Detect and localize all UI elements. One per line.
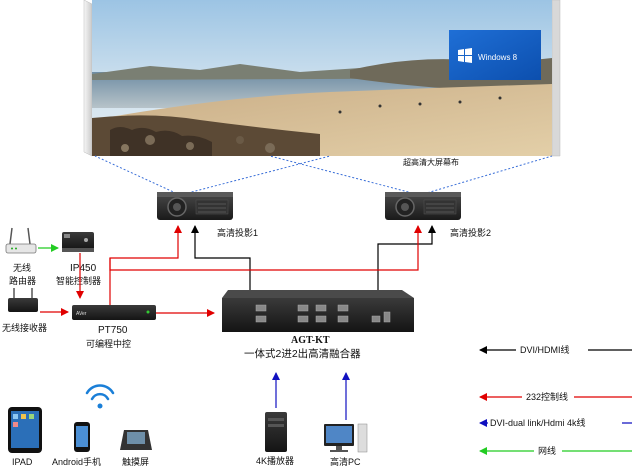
agt-subtitle: 一体式2进2出高清融合器 [244,347,361,360]
pt750-subtitle: 可编程中控 [86,338,131,349]
projector-1-label: 高清投影1 [217,227,258,238]
touch-label: 触摸屏 [122,456,149,467]
screen-caption: 超高清大屏幕布 [403,157,459,167]
hd-pc-device: 高清PC [324,423,368,467]
wireless-router: 无线 路由器 [5,227,37,286]
wifi-icon [85,384,115,409]
windows-logo-icon [458,48,472,63]
agt-title: AGT-KT [291,335,330,346]
video-line-projector2 [377,225,436,290]
legend-label-dual-link: DVI-dual link/Hdmi 4k线 [490,417,586,428]
legend-item-rs232: 232控制线 [479,390,632,403]
control-line-projector2 [109,225,422,271]
router-label-line1: 无线 [13,262,31,273]
receiver-label: 无线接收器 [2,322,47,333]
projection-beams [94,155,553,196]
legend-item-network: 网线 [479,444,632,457]
ip450-controller: IP450 智能控制器 [56,232,101,286]
ip450-title: IP450 [70,263,97,274]
pt750-brand: AVer [76,311,87,317]
android-phone-device: Android手机 [52,422,101,467]
legend-label-rs232: 232控制线 [526,391,568,402]
projection-screen: Windows 8 超高清大屏幕布 [83,0,561,167]
pt750-title: PT750 [98,325,128,336]
os-badge-label: Windows 8 [478,53,518,62]
legend: DVI/HDMI线 232控制线 DVI-dual link/Hdmi 4k线 … [479,343,632,457]
4k-player-device: 4K播放器 [256,412,294,466]
pt750-controller: AVer PT750 可编程中控 [72,305,156,349]
legend-item-dual-link: DVI-dual link/Hdmi 4k线 [479,416,632,429]
windows8-badge: Windows 8 [449,30,541,80]
video-line-projector1 [191,225,251,290]
pc-label: 高清PC [330,456,361,467]
legend-label-network: 网线 [538,445,556,456]
wireless-receiver: 无线接收器 [2,288,47,333]
player-label: 4K播放器 [256,455,294,466]
android-label: Android手机 [52,456,101,467]
legend-label-dvi-hdmi: DVI/HDMI线 [520,344,570,355]
control-line-projector1 [109,225,182,305]
ipad-device: IPAD [8,407,42,467]
legend-item-dvi-hdmi: DVI/HDMI线 [479,343,632,356]
projector-2-label: 高清投影2 [450,227,491,238]
router-label-line2: 路由器 [9,275,36,286]
ipad-label: IPAD [12,457,33,467]
ip450-subtitle: 智能控制器 [56,275,101,286]
touch-screen-device: 触摸屏 [120,430,152,467]
connections [38,225,436,420]
agt-kt-fusion-box: AGT-KT 一体式2进2出高清融合器 [222,290,414,360]
projector-2: 高清投影2 [385,192,491,238]
projector-1: 高清投影1 [157,192,258,238]
